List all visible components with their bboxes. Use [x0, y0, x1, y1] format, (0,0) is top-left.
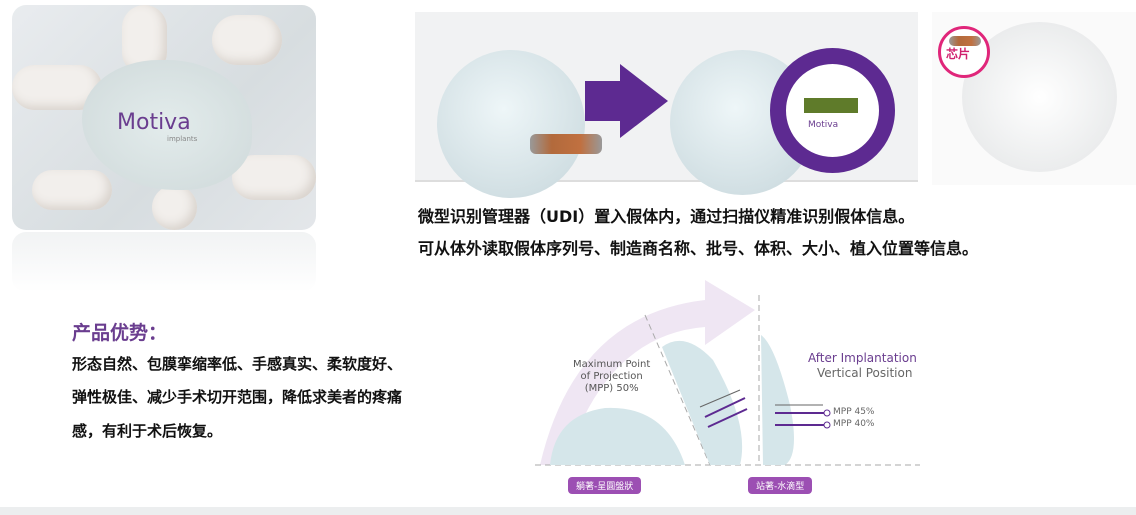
- implant-chip-photo: 芯片: [932, 12, 1136, 185]
- advantages-line: 弹性极佳、减少手术切开范围，降低求美者的疼痛: [72, 388, 403, 406]
- vertical-position-label: Vertical Position: [817, 366, 913, 380]
- mpp-40-label: MPP 40%: [833, 419, 875, 429]
- udi-reader-device: Motiva: [770, 48, 895, 173]
- footer-bar: [0, 507, 1136, 515]
- arrow-right-icon: [585, 81, 620, 121]
- hand-image: [152, 185, 197, 230]
- mpp-45-label: MPP 45%: [833, 407, 875, 417]
- advantages-line: 形态自然、包膜挛缩率低、手感真实、柔软度好、: [72, 355, 403, 373]
- chip-callout: [938, 26, 990, 78]
- advantages-line: 感，有利于术后恢复。: [72, 422, 223, 440]
- chip-image: [530, 134, 602, 154]
- chip-label: 芯片: [946, 47, 971, 61]
- hand-image: [32, 170, 112, 210]
- hand-image: [212, 15, 282, 65]
- udi-scanner-illustration: Motiva: [415, 12, 918, 198]
- udi-description-line: 可从体外读取假体序列号、制造商名称、批号、体积、大小、植入位置等信息。: [418, 239, 979, 258]
- lying-tag: 躺著-呈圓盤狀: [568, 477, 642, 494]
- hand-image: [232, 155, 316, 200]
- advantages-title: 产品优势：: [72, 322, 168, 344]
- reader-logo: Motiva: [808, 120, 839, 130]
- implant-gel: [82, 60, 252, 190]
- arrow-head-icon: [620, 64, 668, 138]
- photo-reflection: [12, 232, 316, 292]
- udi-description-line: 微型识别管理器（UDI）置入假体内，通过扫描仪精准识别假体信息。: [418, 207, 915, 226]
- diagram-graphics: [535, 280, 920, 466]
- implant-image: [437, 50, 585, 198]
- standing-tag: 站著-水滴型: [748, 477, 813, 494]
- after-implantation-title: After Implantation: [808, 351, 917, 365]
- reader-display: [804, 98, 858, 113]
